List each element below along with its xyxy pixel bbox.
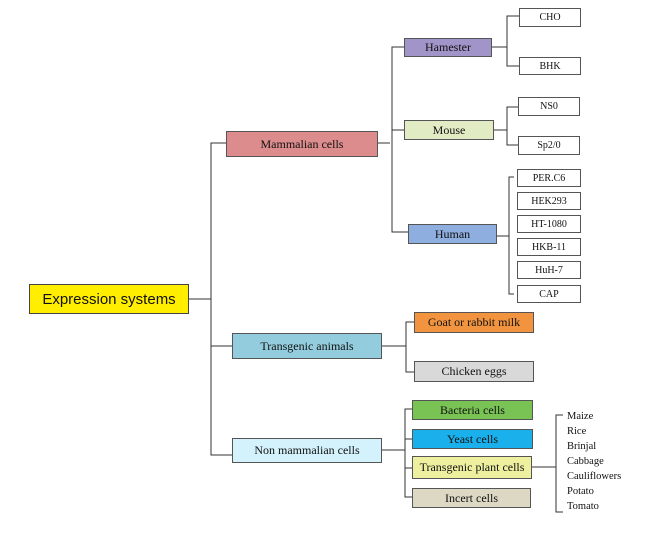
mammalian-cells-node: Mammalian cells — [226, 131, 378, 157]
cell-line-bhk: BHK — [519, 57, 581, 75]
cell-line-ns0: NS0 — [518, 97, 580, 116]
human-node: Human — [408, 224, 497, 244]
yeast-cells-node: Yeast cells — [412, 429, 533, 449]
cell-line-hkb11: HKB-11 — [517, 238, 581, 256]
plant-item: Rice — [567, 426, 587, 437]
goat-rabbit-milk-node: Goat or rabbit milk — [414, 312, 534, 333]
cell-line-cap: CAP — [517, 285, 581, 303]
plant-item: Maize — [567, 411, 594, 422]
cell-line-huh7: HuH-7 — [517, 261, 581, 279]
root-node: Expression systems — [29, 284, 189, 314]
plant-item: Cauliflowers — [567, 471, 622, 482]
transgenic-plant-cells-node: Transgenic plant cells — [412, 456, 532, 479]
plant-item: Tomato — [567, 501, 599, 512]
cell-line-hek293: HEK293 — [517, 192, 581, 210]
bacteria-cells-node: Bacteria cells — [412, 400, 533, 420]
cell-line-sp2-0: Sp2/0 — [518, 136, 580, 155]
mouse-node: Mouse — [404, 120, 494, 140]
plant-item: Potato — [567, 486, 594, 497]
plant-list: Maize Rice Brinjal Cabbage Cauliflowers … — [567, 409, 621, 514]
plant-item: Cabbage — [567, 456, 604, 467]
transgenic-animals-node: Transgenic animals — [232, 333, 382, 359]
cell-line-cho: CHO — [519, 8, 581, 27]
insect-cells-node: Incert cells — [412, 488, 531, 508]
chicken-eggs-node: Chicken eggs — [414, 361, 534, 382]
cell-line-ht1080: HT-1080 — [517, 215, 581, 233]
non-mammalian-cells-node: Non mammalian cells — [232, 438, 382, 463]
cell-line-perc6: PER.C6 — [517, 169, 581, 187]
hamster-node: Hamester — [404, 38, 492, 57]
plant-item: Brinjal — [567, 441, 597, 452]
